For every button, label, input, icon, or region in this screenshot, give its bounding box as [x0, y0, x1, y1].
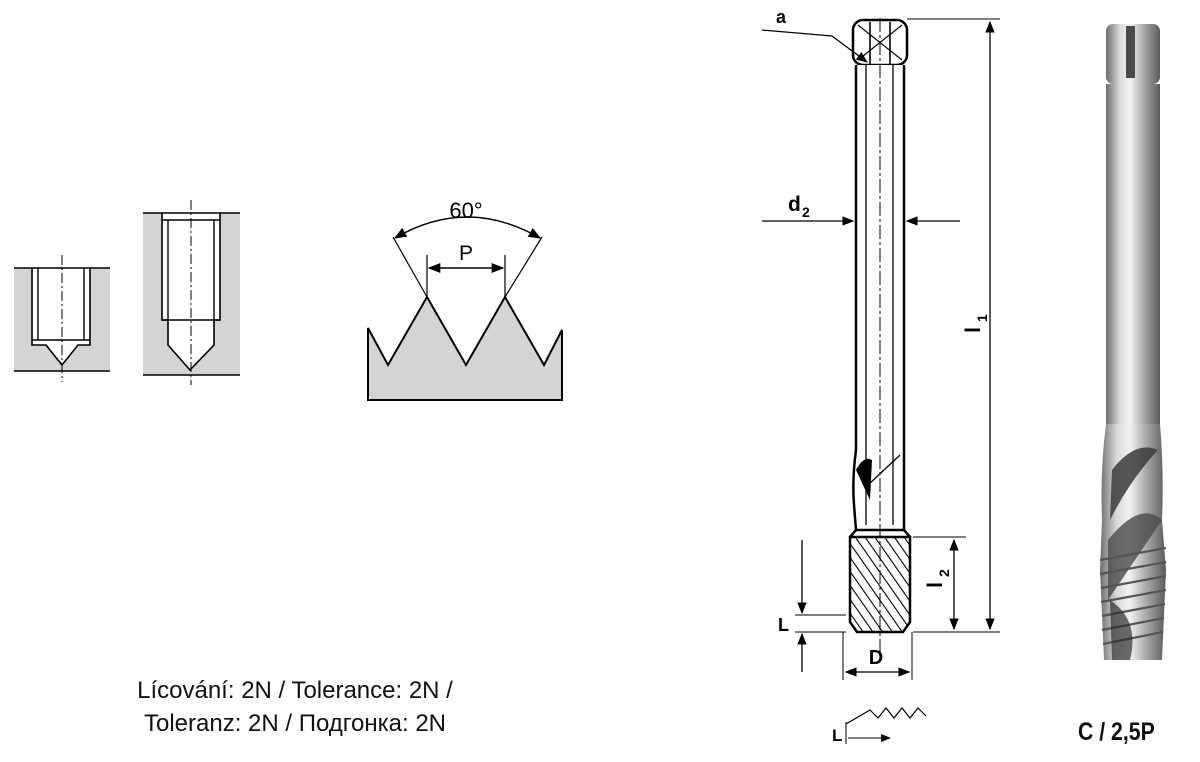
dim-l1-subscript: 1	[974, 314, 990, 322]
tolerance-line-2: Toleranz: 2N / Подгонка: 2N	[143, 710, 447, 737]
thread-profile: 60° P	[367, 198, 563, 401]
dim-d2-label: d	[788, 193, 801, 216]
tolerance-note: Lícování: 2N / Tolerance: 2N / Toleranz:…	[60, 674, 530, 740]
dim-d2-subscript: 2	[802, 204, 810, 220]
tap-drawing: a d 2 l 1 l 2 L D	[761, 7, 1000, 745]
dim-l1-label: l	[962, 327, 985, 333]
dim-l2-label: l	[924, 582, 947, 588]
chamfer-form-label: C / 2,5P	[1078, 718, 1155, 746]
thread-angle-label: 60°	[449, 198, 482, 223]
pitch-label: P	[459, 242, 473, 265]
blind-hole-shallow	[14, 255, 110, 382]
dim-l2-subscript: 2	[936, 569, 952, 577]
tolerance-line-1: Lícování: 2N / Tolerance: 2N /	[137, 677, 453, 704]
blind-hole-deep	[143, 200, 240, 385]
dim-L-small-label: L	[832, 726, 842, 745]
dim-a-label: a	[776, 7, 787, 27]
tap-photo	[1099, 24, 1167, 660]
dim-L-label: L	[778, 615, 789, 635]
dim-D-label: D	[869, 647, 883, 669]
